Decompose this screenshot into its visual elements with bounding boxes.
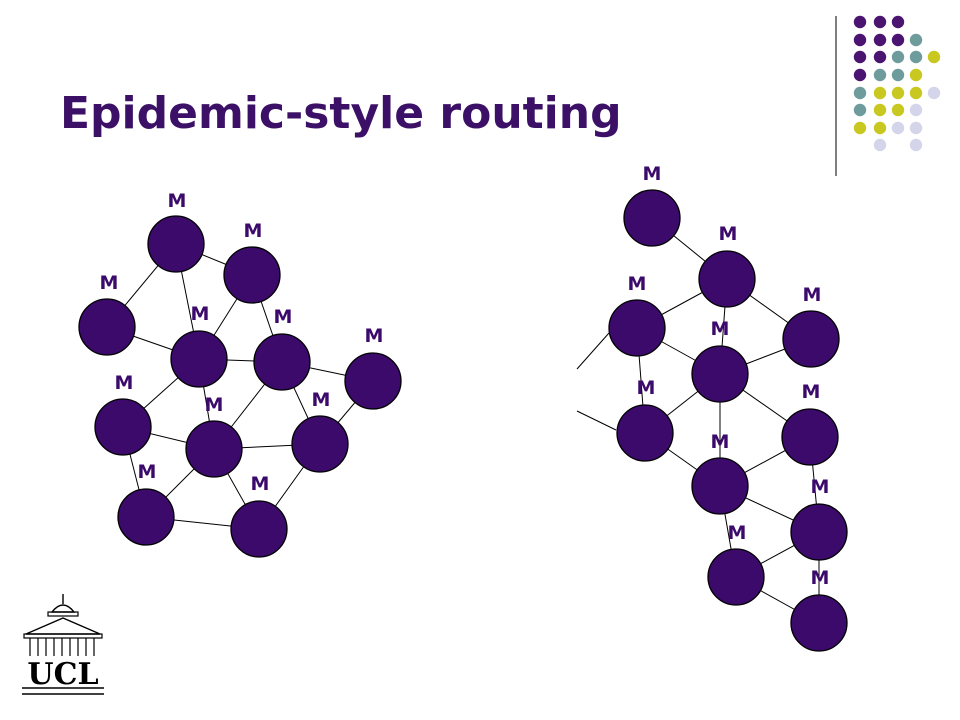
message-label: M xyxy=(100,272,119,294)
grid-dot xyxy=(891,68,905,82)
message-label: M xyxy=(719,223,738,245)
network-node xyxy=(253,333,311,391)
message-label: M xyxy=(628,273,647,295)
network-node xyxy=(782,310,840,368)
grid-dot xyxy=(853,15,867,29)
grid-dot xyxy=(891,103,905,117)
network-node xyxy=(790,503,848,561)
grid-dot xyxy=(909,121,923,135)
message-label: M xyxy=(711,318,730,340)
grid-dot xyxy=(873,86,887,100)
grid-dot xyxy=(909,33,923,47)
network-node xyxy=(344,352,402,410)
network-node xyxy=(117,488,175,546)
slide-title: Epidemic-style routing xyxy=(60,88,622,139)
message-label: M xyxy=(312,389,331,411)
grid-dot xyxy=(909,138,923,152)
decorative-dot-grid-icon xyxy=(853,15,941,152)
message-label: M xyxy=(802,381,821,403)
network-node xyxy=(94,398,152,456)
grid-dot xyxy=(853,86,867,100)
network-node xyxy=(185,420,243,478)
network-node xyxy=(616,404,674,462)
network-node xyxy=(223,246,281,304)
grid-dot xyxy=(873,50,887,64)
message-label: M xyxy=(168,190,187,212)
grid-dot xyxy=(927,86,941,100)
grid-dot xyxy=(853,50,867,64)
message-label: M xyxy=(643,163,662,185)
grid-dot xyxy=(853,121,867,135)
grid-dot xyxy=(853,33,867,47)
network-node xyxy=(707,548,765,606)
network-edge xyxy=(576,332,610,370)
message-label: M xyxy=(205,394,224,416)
network-node xyxy=(291,415,349,473)
left-network: M M M M M M M M M M M xyxy=(78,190,402,558)
message-label: M xyxy=(138,461,157,483)
grid-dot xyxy=(909,50,923,64)
grid-dot xyxy=(927,50,941,64)
network-node xyxy=(147,215,205,273)
right-network: M M M M M M M M M M M xyxy=(576,163,848,652)
network-node xyxy=(790,594,848,652)
grid-dot xyxy=(853,103,867,117)
grid-dot xyxy=(909,86,923,100)
grid-dot xyxy=(853,68,867,82)
grid-dot xyxy=(891,33,905,47)
message-label: M xyxy=(803,284,822,306)
grid-dot xyxy=(891,86,905,100)
message-label: M xyxy=(365,325,384,347)
network-node xyxy=(608,299,666,357)
grid-dot xyxy=(873,68,887,82)
message-label: M xyxy=(244,220,263,242)
network-node xyxy=(623,189,681,247)
message-label: M xyxy=(274,306,293,328)
grid-dot xyxy=(873,103,887,117)
grid-dot xyxy=(891,121,905,135)
network-node xyxy=(230,500,288,558)
grid-dot xyxy=(891,50,905,64)
network-node xyxy=(781,408,839,466)
message-label: M xyxy=(728,522,747,544)
message-label: M xyxy=(637,377,656,399)
ucl-portico-logo-icon: UCL xyxy=(22,594,104,695)
grid-dot xyxy=(909,68,923,82)
ucl-logo-text: UCL xyxy=(27,657,98,692)
message-label: M xyxy=(811,567,830,589)
grid-dot xyxy=(873,15,887,29)
message-label: M xyxy=(251,473,270,495)
network-node xyxy=(691,457,749,515)
message-label: M xyxy=(115,372,134,394)
message-label: M xyxy=(711,431,730,453)
grid-dot xyxy=(873,138,887,152)
grid-dot xyxy=(873,33,887,47)
network-node xyxy=(170,330,228,388)
network-edge xyxy=(576,410,617,431)
message-label: M xyxy=(811,476,830,498)
network-node xyxy=(691,345,749,403)
grid-dot xyxy=(873,121,887,135)
grid-dot xyxy=(891,15,905,29)
network-node xyxy=(78,298,136,356)
grid-dot xyxy=(909,103,923,117)
message-label: M xyxy=(191,303,210,325)
network-node xyxy=(698,250,756,308)
